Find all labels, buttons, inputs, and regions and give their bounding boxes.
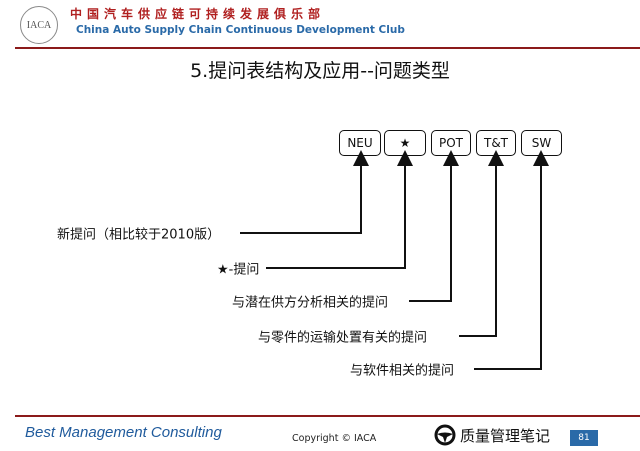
connector-tt [459, 150, 504, 337]
connector-neu [240, 150, 369, 234]
header-divider [15, 47, 640, 49]
footer-divider [15, 415, 640, 417]
connector-sw [474, 150, 549, 370]
steering-wheel-icon [434, 424, 456, 446]
label-transport: 与零件的运输处置有关的提问 [258, 330, 428, 346]
org-name-cn: 中国汽车供应链可持续发展俱乐部 [70, 7, 326, 21]
watermark: 质量管理笔记 [434, 424, 550, 446]
connector-star [266, 150, 413, 269]
connector-pot [409, 150, 459, 302]
label-potential-supplier: 与潜在供方分析相关的提问 [232, 295, 389, 311]
iaca-logo: IACA [20, 6, 58, 44]
logo-text: IACA [26, 19, 52, 31]
watermark-text: 质量管理笔记 [460, 426, 551, 445]
company-name: Best Management Consulting [25, 424, 222, 441]
copyright: Copyright © IACA [292, 433, 377, 444]
slide-title: 5.提问表结构及应用--问题类型 [190, 60, 450, 82]
label-star-question: ★-提问 [217, 262, 260, 278]
org-name-en: China Auto Supply Chain Continuous Devel… [76, 24, 405, 36]
label-software: 与软件相关的提问 [350, 363, 455, 379]
page-number: 81 [570, 430, 598, 446]
label-new-question: 新提问（相比较于2010版） [57, 227, 221, 243]
